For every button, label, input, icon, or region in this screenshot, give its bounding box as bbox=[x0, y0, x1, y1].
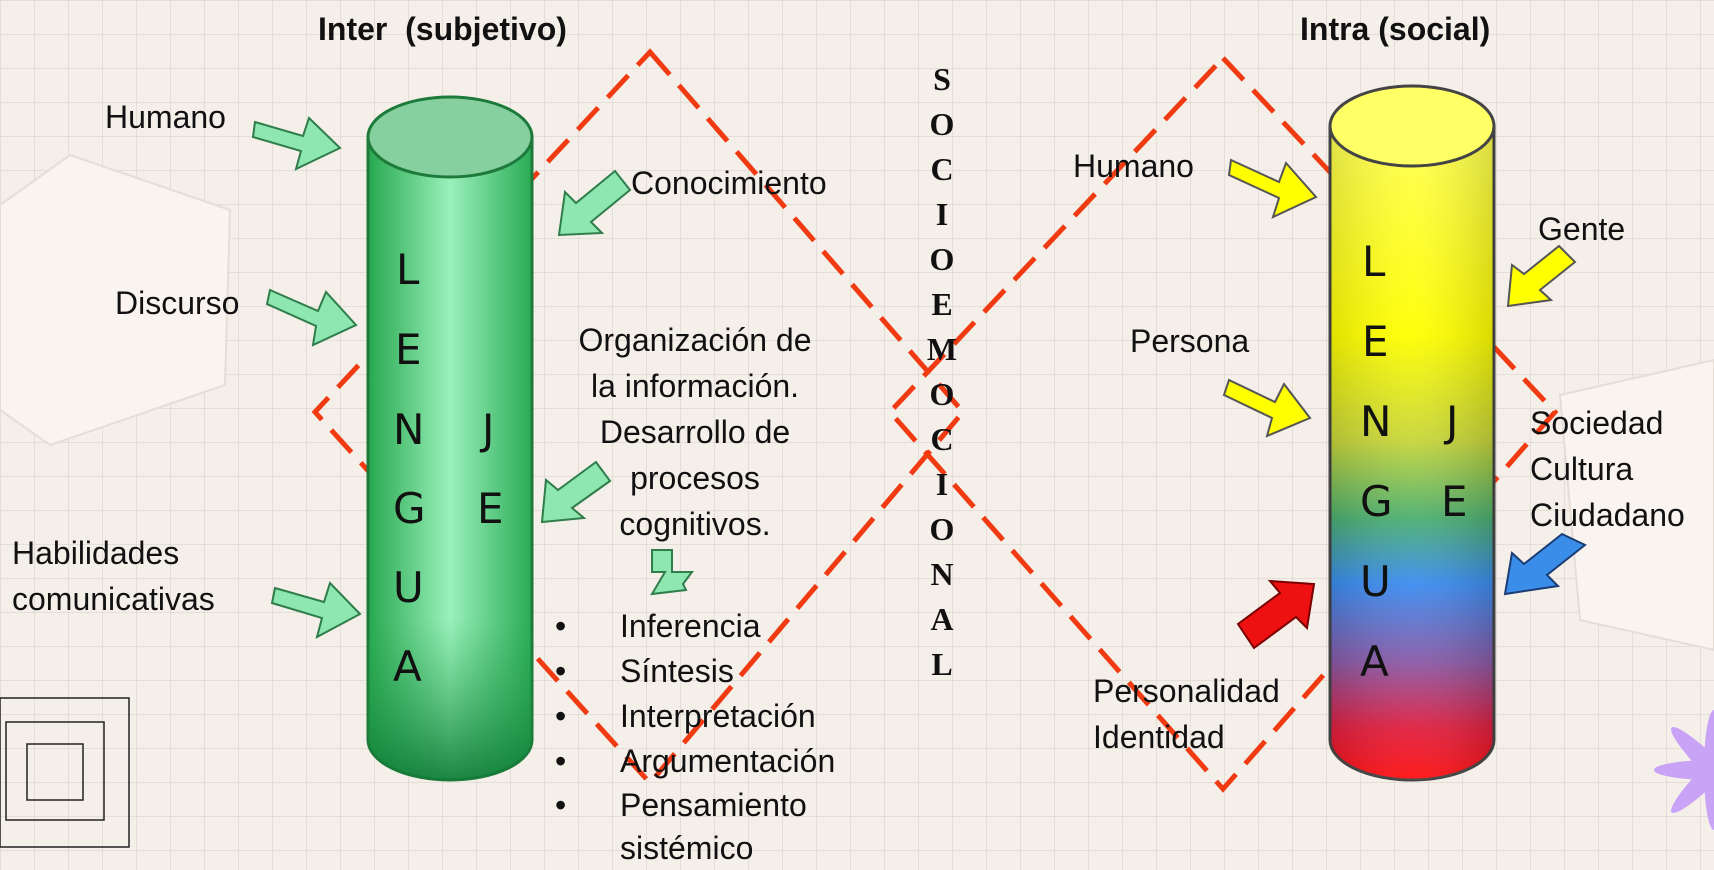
vertical-letter: M bbox=[926, 331, 958, 367]
label-organizacion: Organización de la información. Desarrol… bbox=[578, 322, 812, 542]
label-habilidades: Habilidades comunicativas bbox=[12, 535, 215, 617]
cylinder-letter: G bbox=[393, 484, 426, 533]
arrow-gente-icon bbox=[1506, 244, 1577, 308]
arrow-persona-icon bbox=[1222, 378, 1312, 438]
cylinder-letter: E bbox=[1441, 477, 1468, 526]
cylinder-letter: J bbox=[482, 405, 495, 454]
vertical-letter: C bbox=[930, 421, 954, 457]
vertical-letter: L bbox=[931, 646, 953, 682]
list-item: Inferencia bbox=[555, 604, 835, 649]
label-discurso: Discurso bbox=[115, 285, 240, 321]
label-personalidad-identidad: Personalidad Identidad bbox=[1093, 673, 1280, 755]
cylinder-letter: G bbox=[1360, 477, 1393, 526]
list-item: Argumentación bbox=[555, 739, 835, 784]
arrow-conocimiento-icon bbox=[557, 169, 632, 237]
label-humano-right: Humano bbox=[1073, 148, 1194, 184]
arrow-procesos-icon bbox=[540, 460, 612, 524]
vertical-letter: I bbox=[935, 466, 949, 502]
flower-icon bbox=[1654, 710, 1714, 830]
vertical-letter: O bbox=[929, 241, 955, 277]
arrow-habilidades-icon bbox=[270, 581, 362, 639]
arrow-humano-icon bbox=[251, 116, 342, 171]
label-humano-left: Humano bbox=[105, 99, 226, 135]
cylinder-letter: N bbox=[1360, 397, 1392, 446]
cylinder-letter: E bbox=[395, 325, 422, 374]
arrow-humano-right-icon bbox=[1227, 158, 1318, 219]
cylinder-letter: N bbox=[393, 405, 425, 454]
arrow-sociedad-icon bbox=[1503, 532, 1587, 596]
vertical-letter: I bbox=[935, 196, 949, 232]
cylinder-letter: U bbox=[393, 563, 424, 612]
cylinder-letter: J bbox=[1446, 397, 1459, 446]
label-persona: Persona bbox=[1130, 323, 1250, 359]
background-pentagon bbox=[0, 153, 232, 447]
label-gente: Gente bbox=[1538, 211, 1626, 247]
arrow-down-icon bbox=[650, 549, 694, 596]
vertical-letter: O bbox=[929, 106, 955, 142]
decorative-squares-icon bbox=[0, 697, 130, 848]
green-cylinder bbox=[366, 95, 534, 782]
cylinder-letter: A bbox=[393, 642, 422, 691]
cylinder-letter: A bbox=[1360, 637, 1389, 686]
cylinder-letter: E bbox=[1362, 317, 1389, 366]
vertical-letter: N bbox=[930, 556, 954, 592]
vertical-letter: O bbox=[929, 376, 955, 412]
vertical-letter: C bbox=[930, 151, 954, 187]
vertical-letter: E bbox=[931, 286, 953, 322]
vertical-letter: S bbox=[933, 61, 951, 97]
rainbow-cylinder bbox=[1328, 84, 1496, 782]
cylinder-letter: U bbox=[1360, 557, 1391, 606]
left-title: Inter (subjetivo) bbox=[318, 11, 567, 47]
label-sociedad-cultura-ciudadano: Sociedad Cultura Ciudadano bbox=[1530, 405, 1685, 533]
label-conocimiento: Conocimiento bbox=[631, 165, 827, 201]
arrow-discurso-icon bbox=[265, 288, 358, 347]
list-item: Interpretación bbox=[555, 694, 835, 739]
arrow-personalidad-icon bbox=[1236, 579, 1316, 650]
vertical-letter: A bbox=[930, 601, 954, 637]
right-title: Intra (social) bbox=[1300, 11, 1491, 47]
list-item: Síntesis bbox=[555, 649, 835, 694]
cylinder-letter: E bbox=[477, 484, 504, 533]
vertical-letter: O bbox=[929, 511, 955, 547]
cylinder-letter: L bbox=[1362, 237, 1386, 286]
cognitive-processes-list: Inferencia Síntesis Interpretación Argum… bbox=[555, 604, 835, 870]
list-item: Pensamiento sistémico bbox=[555, 784, 835, 870]
cylinder-letter: L bbox=[396, 245, 420, 294]
